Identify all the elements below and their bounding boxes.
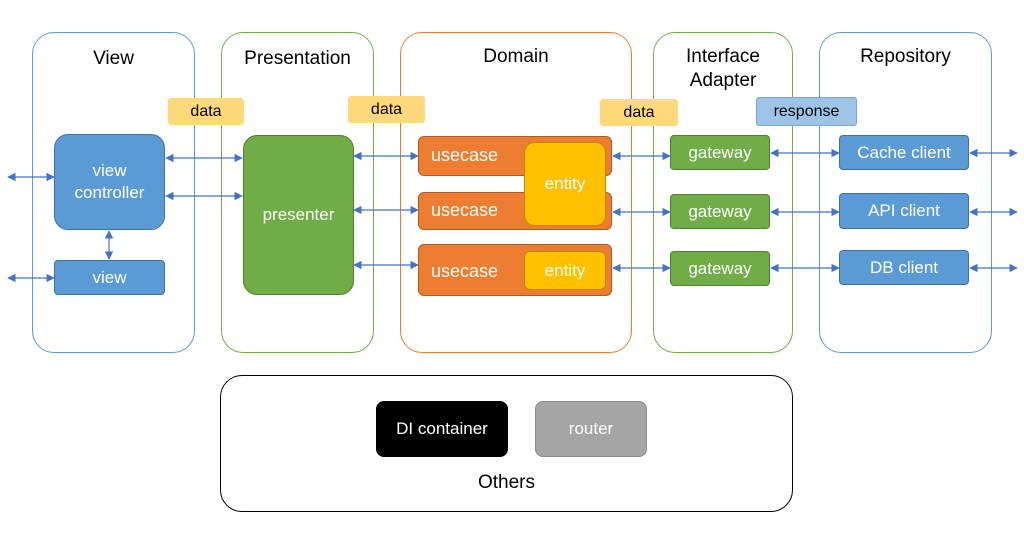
layer-repository: Repository — [819, 32, 992, 353]
presenter-box: presenter — [243, 135, 354, 295]
layer-others-title: Others — [477, 472, 536, 493]
entity-box-shared: entity — [524, 142, 606, 226]
router-box: router — [535, 401, 647, 457]
layer-view-title: View — [93, 48, 134, 69]
layer-presentation-title: Presentation — [244, 48, 351, 69]
layer-domain-title: Domain — [483, 46, 549, 67]
data-tag-view-presentation: data — [168, 98, 244, 125]
usecase-label-1: usecase — [431, 145, 499, 165]
response-tag: response — [756, 97, 857, 126]
cache-client-box: Cache client — [839, 135, 969, 170]
layer-interface-adapter-title-line2: Adapter — [689, 70, 757, 91]
usecase-label-2: usecase — [431, 200, 499, 220]
data-tag-presentation-domain: data — [348, 96, 425, 123]
view-controller-label-line1: view — [92, 161, 127, 180]
gateway-box-2: gateway — [670, 194, 770, 229]
gateway-box-1: gateway — [670, 135, 770, 170]
layer-repository-title: Repository — [860, 46, 951, 67]
db-client-box: DB client — [839, 250, 969, 285]
gateway-box-3: gateway — [670, 251, 770, 286]
api-client-box: API client — [839, 193, 969, 229]
layer-interface-adapter: Interface Adapter — [653, 32, 793, 353]
layer-interface-adapter-title-line1: Interface — [686, 46, 760, 67]
view-controller-label-line2: controller — [74, 183, 145, 202]
data-tag-domain-adapter: data — [600, 99, 678, 126]
entity-box-3: entity — [524, 251, 606, 290]
di-container-box: DI container — [376, 401, 508, 457]
usecase-label-3: usecase — [431, 261, 499, 281]
view-controller-box: view controller — [54, 134, 165, 230]
view-box: view — [54, 260, 165, 295]
